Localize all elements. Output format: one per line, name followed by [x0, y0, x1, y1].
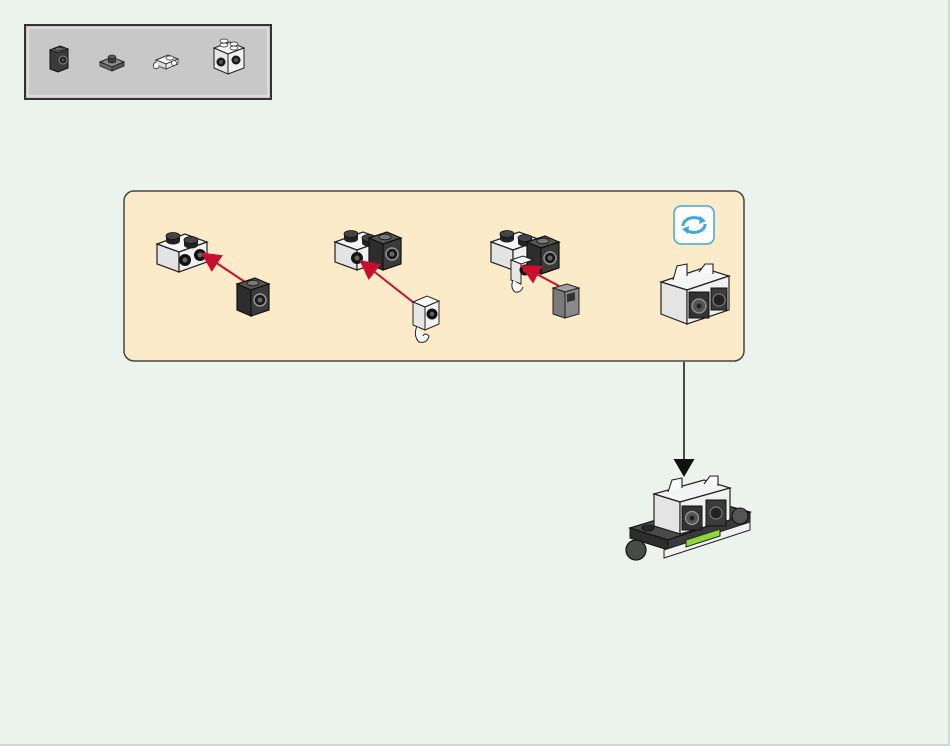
- final-assembly-area: [600, 360, 760, 590]
- dark-headlight-brick-icon: [50, 46, 68, 72]
- rotate-arrows-icon: [674, 206, 714, 244]
- sub-assembly-panel: [123, 190, 745, 362]
- grey-tile-piece: [553, 284, 579, 318]
- parts-list-box: [24, 24, 272, 100]
- final-vehicle-assembly: [626, 476, 750, 560]
